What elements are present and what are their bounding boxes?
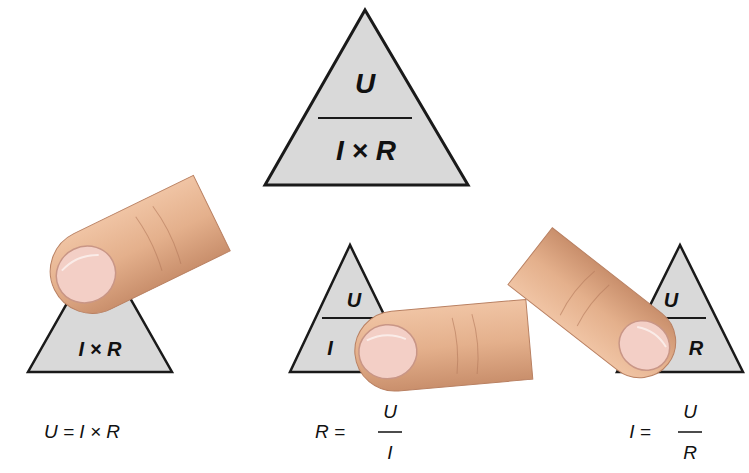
fraction-bar	[678, 431, 702, 433]
formula-text: I =	[629, 422, 651, 443]
text-slot: U	[383, 402, 397, 423]
text-slot: U	[347, 289, 361, 311]
text-slot: I	[387, 443, 392, 464]
text-slot: I	[327, 337, 333, 359]
text-slot: I × R	[336, 136, 396, 167]
triangle-text: U	[355, 69, 375, 100]
formula-text: R =	[315, 422, 345, 443]
triangle-text: U	[347, 289, 361, 311]
triangle-text: I	[327, 337, 333, 359]
finger	[351, 299, 532, 394]
triangle-shape	[265, 10, 468, 185]
text-slot: U = I × R	[44, 422, 120, 443]
text-slot: I × R	[79, 338, 122, 360]
text-slot: R	[689, 337, 703, 359]
text-slot: U	[355, 69, 375, 100]
fraction-bar	[318, 117, 412, 119]
triangle-text: I × R	[79, 338, 122, 360]
finger	[508, 228, 690, 392]
text-slot: R =	[315, 422, 345, 443]
text-slot: I =	[629, 422, 651, 443]
triangle-text: R	[689, 337, 703, 359]
text-slot: R	[683, 443, 697, 464]
formula-text: R	[683, 443, 697, 464]
formula-text: U	[683, 402, 697, 423]
finger	[36, 175, 230, 327]
text-slot: U	[664, 289, 678, 311]
triangle-node: U I × R	[265, 10, 468, 185]
formula-text: I	[387, 443, 392, 464]
triangle-text: U	[664, 289, 678, 311]
triangle-text: I × R	[336, 136, 396, 167]
formula-text: U = I × R	[44, 422, 120, 443]
formula-text: U	[383, 402, 397, 423]
text-slot: U	[683, 402, 697, 423]
fraction-bar	[378, 431, 402, 433]
